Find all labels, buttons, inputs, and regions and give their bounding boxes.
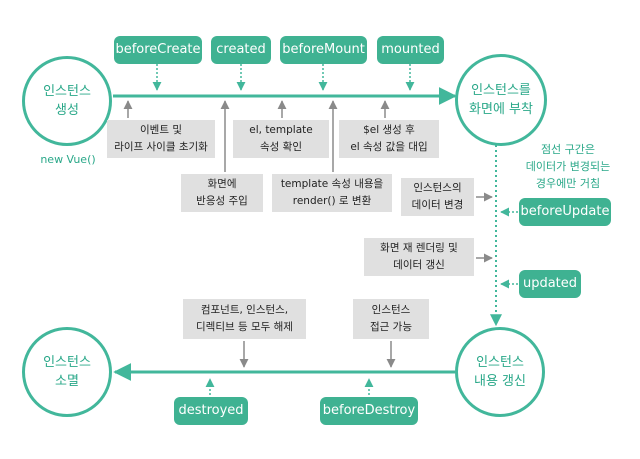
box-data-change: 인스턴스의 데이터 변경 xyxy=(401,178,474,216)
box-el-replace-text: $el 생성 후 el 속성 값을 대입 xyxy=(350,124,428,153)
note-dotted-section: 점선 구간은 데이터가 변경되는 경우에만 거침 xyxy=(525,143,611,190)
box-init-events-text: 이벤트 및 라이프 사이클 초기화 xyxy=(114,124,208,153)
hook-before-mount[interactable]: beforeMount xyxy=(280,36,367,64)
box-teardown: 컴포넌트, 인스턴스, 디렉티브 등 모두 해제 xyxy=(183,299,306,339)
box-accessible-text: 인스턴스 접근 가능 xyxy=(370,304,412,333)
state-update-contents-label: 인스턴스 내용 갱신 xyxy=(474,355,526,389)
hook-updated[interactable]: updated xyxy=(519,270,581,298)
box-template-check-text: el, template 속성 확인 xyxy=(249,124,313,153)
box-accessible: 인스턴스 접근 가능 xyxy=(353,299,429,339)
hook-before-create[interactable]: beforeCreate xyxy=(114,36,202,64)
box-rerender-text: 화면 재 렌더링 및 데이터 갱신 xyxy=(380,242,458,271)
hook-created[interactable]: created xyxy=(211,36,271,64)
state-attach-to-screen: 인스턴스를 화면에 부착 xyxy=(455,54,547,146)
note-new-vue: new Vue() xyxy=(40,153,96,166)
state-create-instance-label: 인스턴스 생성 xyxy=(43,84,91,118)
state-create-instance: 인스턴스 생성 xyxy=(22,56,112,146)
box-el-replace: $el 생성 후 el 속성 값을 대입 xyxy=(339,120,439,158)
hook-destroyed[interactable]: destroyed xyxy=(174,397,248,425)
box-init-events: 이벤트 및 라이프 사이클 초기화 xyxy=(107,120,215,158)
box-teardown-text: 컴포넌트, 인스턴스, 디렉티브 등 모두 해제 xyxy=(196,304,293,333)
state-attach-to-screen-label: 인스턴스를 화면에 부착 xyxy=(469,83,533,117)
box-rerender: 화면 재 렌더링 및 데이터 갱신 xyxy=(364,238,474,276)
box-inject-reactivity: 화면에 반응성 주입 xyxy=(181,174,263,212)
box-template-check: el, template 속성 확인 xyxy=(233,120,329,158)
box-template-to-render: template 속성 내용을 render() 로 변환 xyxy=(272,174,392,212)
state-destroy-instance: 인스턴스 소멸 xyxy=(22,327,112,417)
box-data-change-text: 인스턴스의 데이터 변경 xyxy=(411,182,464,211)
state-destroy-instance-label: 인스턴스 소멸 xyxy=(43,355,91,389)
box-template-to-render-text: template 속성 내용을 render() 로 변환 xyxy=(280,178,384,207)
hook-mounted[interactable]: mounted xyxy=(377,36,444,64)
state-update-contents: 인스턴스 내용 갱신 xyxy=(455,327,545,417)
hook-before-destroy[interactable]: beforeDestroy xyxy=(320,397,418,425)
box-inject-reactivity-text: 화면에 반응성 주입 xyxy=(196,178,248,207)
hook-before-update[interactable]: beforeUpdate xyxy=(519,198,611,226)
